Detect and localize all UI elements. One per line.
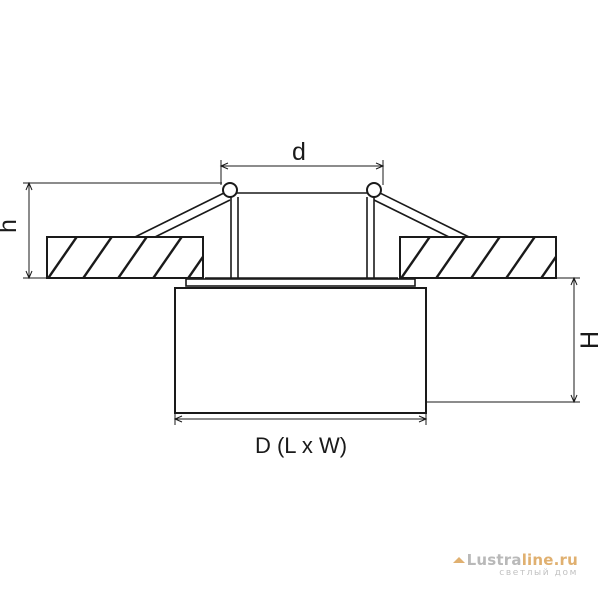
brand-logo: Lustraline.ru светлый дом <box>452 551 578 578</box>
fixture-neck <box>185 277 416 287</box>
dimension-h <box>23 181 222 280</box>
spring-pivot-right <box>366 182 382 198</box>
ceiling-section-right <box>399 236 557 279</box>
dimension-label-H: H <box>576 331 600 349</box>
dimension-d <box>219 160 385 185</box>
dimension-label-D: D (L x W) <box>255 433 347 458</box>
fixture-body <box>174 287 427 414</box>
spring-pivot-left <box>222 182 238 198</box>
dimension-H <box>426 276 580 404</box>
logo-wordmark: Lustraline.ru <box>452 551 578 569</box>
logo-tagline: светлый дом <box>499 568 578 578</box>
dimension-label-h: h <box>0 219 22 233</box>
roof-icon <box>452 557 465 563</box>
fixture-frame <box>134 191 470 278</box>
dimension-D <box>173 413 428 425</box>
logo-part-line: line.ru <box>521 551 578 569</box>
ceiling-section-left <box>46 236 204 279</box>
dimension-label-d: d <box>292 138 306 166</box>
logo-part-lustra: Lustra <box>466 551 522 569</box>
